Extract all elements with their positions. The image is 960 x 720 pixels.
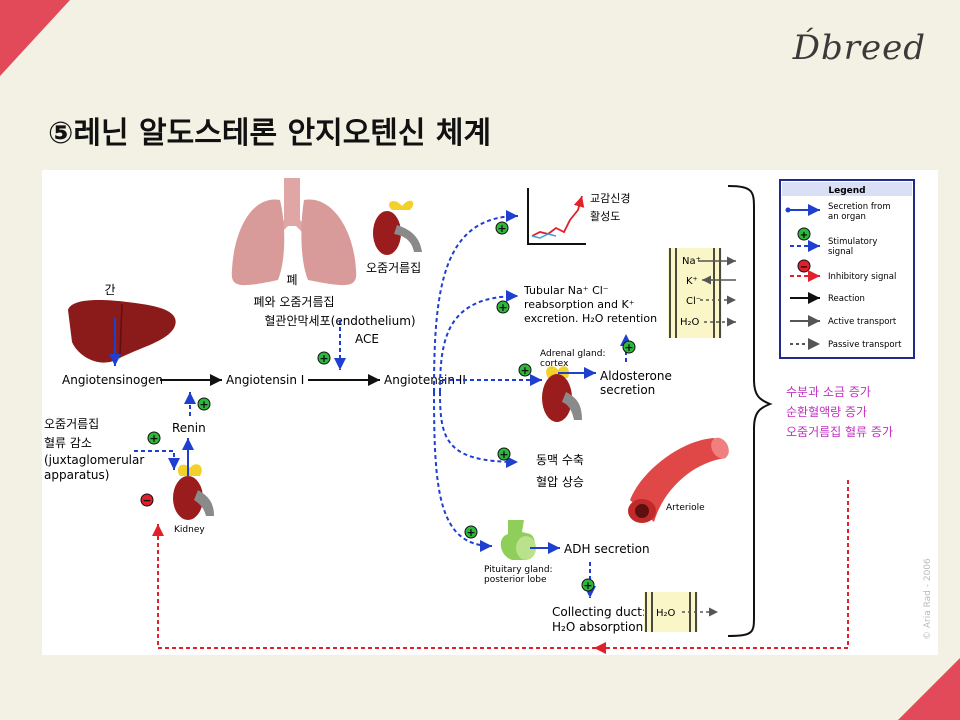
liver-illustration xyxy=(68,300,176,363)
stimulus-line2: 혈류 감소 xyxy=(44,436,92,450)
ion-na-label: Na⁺ xyxy=(682,256,701,267)
adh-stimulatory-sign: + xyxy=(581,578,595,592)
kidney-label: Kidney xyxy=(174,525,205,535)
inhibitory-feedback-loop xyxy=(152,480,849,649)
ace-stimulatory-sign: + xyxy=(317,351,331,365)
copyright-text: © Aria Rad - 2006 xyxy=(923,558,933,640)
raas-diagram: 폐 폐와 오줌거름집 혈관안막세포(endothelium) ACE 오줌거름집… xyxy=(44,178,933,654)
ion-h2o-label: H₂O xyxy=(680,317,700,328)
collecting-duct-box: H₂O xyxy=(644,592,718,632)
legend-item-inhibitory: Inhibitory signal xyxy=(828,272,896,282)
svg-text:+: + xyxy=(583,579,592,592)
inhibitory-sign-kidney: − xyxy=(140,493,154,507)
renin-stimulatory-sign: + xyxy=(197,397,211,411)
svg-text:+: + xyxy=(520,364,529,377)
collecting-h2o-label: H₂O xyxy=(656,608,676,619)
pituitary-label-2: posterior lobe xyxy=(484,575,547,585)
result-line-2: 순환혈액량 증가 xyxy=(786,405,867,419)
result-brace xyxy=(727,185,773,637)
angiotensin-1-label: Angiotensin I xyxy=(226,373,304,387)
stimulus-line4: apparatus) xyxy=(44,468,109,482)
svg-text:+: + xyxy=(499,448,508,461)
arteriole-illustration xyxy=(628,437,729,523)
adrenal-kidney-illustration xyxy=(542,366,582,422)
sympathetic-activity-graph xyxy=(527,188,586,245)
renin-label: Renin xyxy=(172,421,206,435)
pituitary-illustration xyxy=(500,520,536,560)
stimulus-stimulatory-sign: + xyxy=(147,431,161,445)
svg-text:+: + xyxy=(199,398,208,411)
svg-text:+: + xyxy=(497,222,506,235)
sympathetic-label-2: 활성도 xyxy=(590,209,620,223)
adrenal-gland-label-2: cortex xyxy=(540,359,569,369)
legend-item-passive-transport: Passive transport xyxy=(828,340,902,350)
corner-decoration-top-left xyxy=(0,0,70,76)
svg-text:+: + xyxy=(319,352,328,365)
aldosterone-line1: Aldosterone xyxy=(600,369,672,383)
svg-text:+: + xyxy=(498,301,507,314)
svg-text:+: + xyxy=(624,341,633,354)
raas-diagram-panel: 폐 폐와 오줌거름집 혈관안막세포(endothelium) ACE 오줌거름집… xyxy=(42,170,938,655)
legend-item-secretion-1: Secretion from xyxy=(828,202,891,212)
aldosterone-line2: secretion xyxy=(600,383,655,397)
pituitary-stimulatory-sign: + xyxy=(464,525,478,539)
vasoconstriction-line1: 동맥 수축 xyxy=(536,453,584,467)
vaso-stimulatory-sign: + xyxy=(497,447,511,461)
lung-description-line1: 폐와 오줌거름집 xyxy=(253,295,334,309)
svg-text:−: − xyxy=(142,494,151,507)
arteriole-label: Arteriole xyxy=(666,503,705,513)
slide-title: ⑤레닌 알도스테론 안지오텐신 체계 xyxy=(48,116,492,151)
pituitary-label-1: Pituitary gland: xyxy=(484,565,553,575)
lungs-illustration xyxy=(231,178,357,286)
sympathetic-label-1: 교감신경 xyxy=(590,192,630,205)
adh-secretion-label: ADH secretion xyxy=(564,542,650,556)
adrenal-top-label: 오줌거름집 xyxy=(366,261,421,275)
aldo-stimulatory-sign: + xyxy=(518,363,532,377)
svg-text:+: + xyxy=(800,230,808,241)
tubular-line2: reabsorption and K⁺ xyxy=(524,298,635,311)
ion-cl-label: Cl⁻ xyxy=(686,296,701,307)
kidney-illustration-top xyxy=(373,200,422,255)
stimulus-line1: 오줌거름집 xyxy=(44,417,99,431)
result-line-1: 수분과 소금 증가 xyxy=(786,385,871,399)
svg-text:−: − xyxy=(800,262,808,273)
ace-label: ACE xyxy=(355,332,379,346)
ion-channel-box: Na⁺ K⁺ Cl⁻ H₂O xyxy=(668,248,736,338)
aldo-to-tubular-stimulatory-sign: + xyxy=(622,340,636,354)
liver-label: 간 xyxy=(104,283,115,297)
sympathetic-stimulatory-sign: + xyxy=(495,221,509,235)
result-line-3: 오줌거름집 혈류 증가 xyxy=(786,425,893,439)
corner-decoration-bottom-right xyxy=(898,658,960,720)
svg-text:+: + xyxy=(466,526,475,539)
stimulus-line3: (juxtaglomerular xyxy=(44,453,144,467)
legend-item-stimulatory-1: Stimulatory xyxy=(828,237,877,247)
adrenal-gland-label-1: Adrenal gland: xyxy=(540,349,606,359)
ion-k-label: K⁺ xyxy=(686,276,698,287)
angiotensinogen-label: Angiotensinogen xyxy=(62,373,163,387)
tubular-stimulatory-sign: + xyxy=(496,300,510,314)
angiotensin-2-label: Angiotensin II xyxy=(384,373,466,387)
lung-label: 폐 xyxy=(286,273,297,287)
tubular-line3: excretion. H₂O retention xyxy=(524,312,657,325)
tubular-line1: Tubular Na⁺ Cl⁻ xyxy=(523,284,609,297)
legend-item-active-transport: Active transport xyxy=(828,317,897,327)
legend-title: Legend xyxy=(828,186,865,196)
collecting-duct-line1: Collecting duct: xyxy=(552,605,646,619)
legend-box: Legend Secretion from an organ + Stimula… xyxy=(779,179,915,359)
legend-item-stimulatory-2: signal xyxy=(828,247,853,257)
kidney-illustration-bottom xyxy=(173,464,214,520)
svg-text:+: + xyxy=(149,432,158,445)
brand-logo: D́breed xyxy=(792,28,926,68)
vasoconstriction-line2: 혈압 상승 xyxy=(536,475,584,489)
collecting-duct-line2: H₂O absorption xyxy=(552,620,643,634)
legend-item-reaction: Reaction xyxy=(828,294,865,304)
legend-item-secretion-2: an organ xyxy=(828,212,866,222)
